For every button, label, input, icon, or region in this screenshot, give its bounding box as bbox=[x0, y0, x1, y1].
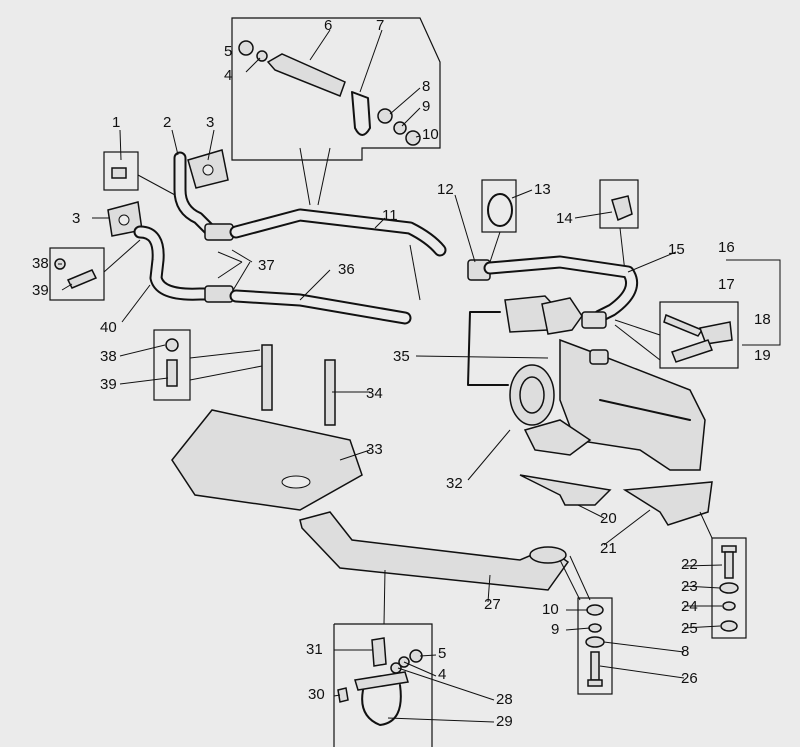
label-6: 6 bbox=[324, 17, 332, 34]
label-25: 25 bbox=[681, 620, 698, 637]
bolt-box-38-39-top bbox=[49, 239, 141, 301]
exhaust-pipes bbox=[133, 151, 447, 325]
label-16: 16 bbox=[718, 239, 735, 256]
label-4: 4 bbox=[224, 67, 232, 84]
label-9: 9 bbox=[551, 621, 559, 638]
muffler-assembly bbox=[467, 255, 706, 471]
label-15: 15 bbox=[668, 241, 685, 258]
label-30: 30 bbox=[308, 686, 325, 703]
label-9: 9 bbox=[422, 98, 430, 115]
label-38: 38 bbox=[32, 255, 49, 272]
label-35: 35 bbox=[393, 348, 410, 365]
bolt-box-1 bbox=[103, 151, 176, 196]
label-4: 4 bbox=[438, 666, 446, 683]
label-33: 33 bbox=[366, 441, 383, 458]
label-7: 7 bbox=[376, 17, 384, 34]
label-3: 3 bbox=[72, 210, 80, 227]
label-5: 5 bbox=[224, 43, 232, 60]
label-5: 5 bbox=[438, 645, 446, 662]
label-29: 29 bbox=[496, 713, 513, 730]
leader-lines bbox=[58, 29, 723, 723]
label-34: 34 bbox=[366, 385, 383, 402]
label-18: 18 bbox=[754, 311, 771, 328]
label-3: 3 bbox=[206, 114, 214, 131]
label-10: 10 bbox=[422, 126, 439, 143]
sensor-box-14 bbox=[599, 179, 639, 273]
label-32: 32 bbox=[446, 475, 463, 492]
label-24: 24 bbox=[681, 598, 698, 615]
label-21: 21 bbox=[600, 540, 617, 557]
label-12: 12 bbox=[437, 181, 454, 198]
label-2: 2 bbox=[163, 114, 171, 131]
label-40: 40 bbox=[100, 319, 117, 336]
label-38: 38 bbox=[100, 348, 117, 365]
label-14: 14 bbox=[556, 210, 573, 227]
heat-shield bbox=[171, 409, 363, 511]
tailpipe bbox=[299, 511, 591, 601]
bolt-box-22-25 bbox=[699, 511, 747, 639]
label-20: 20 bbox=[600, 510, 617, 527]
clamp-box-17-19 bbox=[614, 259, 781, 369]
label-19: 19 bbox=[754, 347, 771, 364]
label-10: 10 bbox=[542, 601, 559, 618]
bolt-box-8-26 bbox=[577, 597, 613, 695]
label-31: 31 bbox=[306, 641, 323, 658]
label-23: 23 bbox=[681, 578, 698, 595]
label-8: 8 bbox=[681, 643, 689, 660]
hangers bbox=[261, 344, 336, 426]
label-36: 36 bbox=[338, 261, 355, 278]
bracket-21 bbox=[622, 481, 713, 526]
label-39: 39 bbox=[100, 376, 117, 393]
label-27: 27 bbox=[484, 596, 501, 613]
support-rod-assembly bbox=[231, 17, 441, 206]
label-13: 13 bbox=[534, 181, 551, 198]
label-39: 39 bbox=[32, 282, 49, 299]
clamp-box-28-31 bbox=[333, 569, 433, 747]
label-8: 8 bbox=[422, 78, 430, 95]
label-26: 26 bbox=[681, 670, 698, 687]
label-28: 28 bbox=[496, 691, 513, 708]
label-37: 37 bbox=[258, 257, 275, 274]
bolt-box-38-39-bottom bbox=[153, 329, 263, 401]
label-11: 11 bbox=[382, 207, 398, 224]
part-number-labels: 5 4 6 7 8 9 10 1 2 3 3 38 39 40 37 36 11… bbox=[32, 17, 771, 730]
label-1: 1 bbox=[112, 114, 120, 131]
label-17: 17 bbox=[718, 276, 735, 293]
clamp-box-13 bbox=[481, 179, 517, 263]
bracket-20 bbox=[519, 474, 612, 506]
label-22: 22 bbox=[681, 556, 698, 573]
